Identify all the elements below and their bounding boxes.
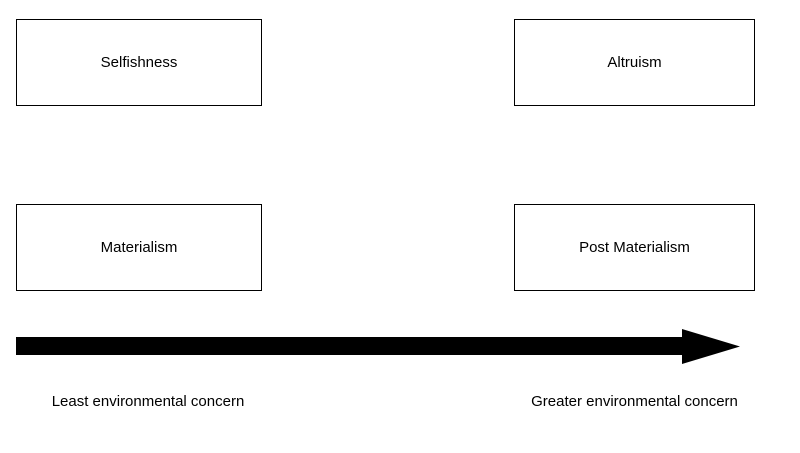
concept-box-materialism: Materialism [16,204,262,291]
concept-box-label: Selfishness [100,53,178,71]
concept-box-label: Altruism [607,53,662,71]
concept-box-post-materialism: Post Materialism [514,204,755,291]
caption-greater-concern: Greater environmental concern [531,393,738,410]
caption-least-concern: Least environmental concern [51,393,245,410]
right-arrow-icon [16,329,740,365]
concept-box-label: Post Materialism [579,238,690,256]
concept-box-selfishness: Selfishness [16,19,262,106]
concept-box-altruism: Altruism [514,19,755,106]
concept-box-label: Materialism [100,238,178,256]
